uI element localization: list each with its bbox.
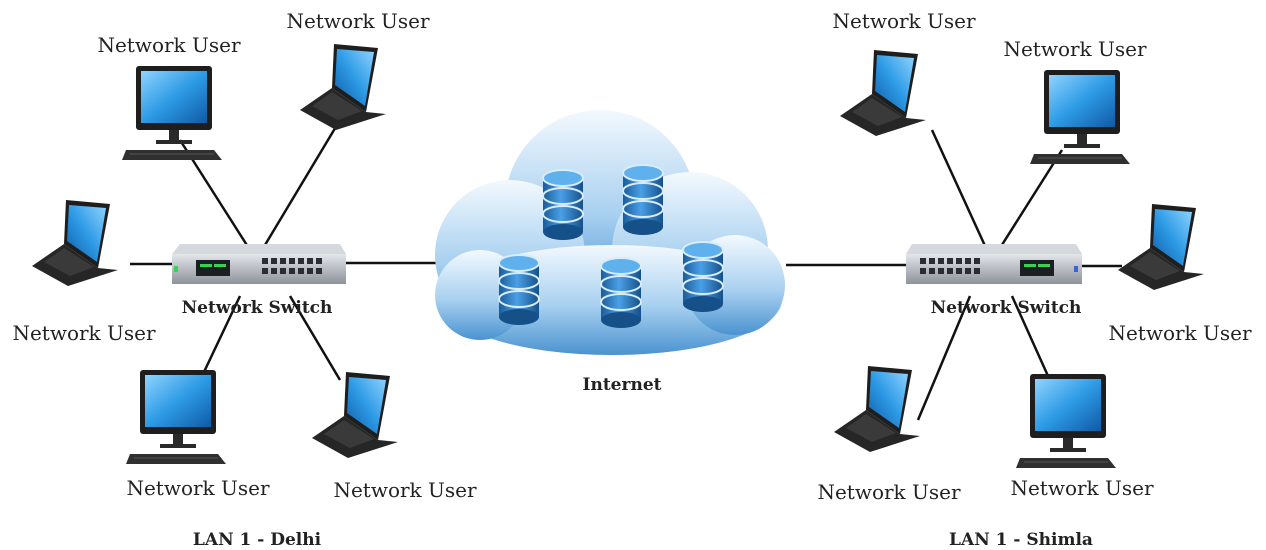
database-icon (682, 241, 724, 313)
desktop-monitor-icon (121, 65, 223, 161)
right-top-laptop-user: Network User (832, 9, 976, 136)
right-bottom-monitor-user: Network User (1010, 373, 1154, 500)
database-icon (498, 254, 540, 326)
left-bottom-laptop-user: Network User (312, 372, 477, 502)
link-right-top-laptop (930, 129, 988, 249)
right-side-laptop-user: Network User (1108, 204, 1252, 345)
network-user-label: Network User (1010, 476, 1154, 500)
database-icon (622, 164, 664, 236)
internet-label: Internet (583, 375, 662, 395)
left-lan: Network Switch Network User Network User… (12, 9, 477, 550)
network-user-label: Network User (12, 321, 156, 345)
network-user-label: Network User (1108, 321, 1252, 345)
laptop-icon (312, 372, 398, 458)
right-switch-label: Network Switch (931, 298, 1082, 318)
left-top-monitor-user: Network User (97, 33, 241, 161)
laptop-icon (834, 366, 920, 452)
network-user-label: Network User (97, 33, 241, 57)
left-top-laptop-user: Network User (286, 9, 430, 130)
left-side-laptop-user: Network User (12, 200, 156, 345)
link-right-top-monitor (998, 149, 1064, 249)
laptop-icon (32, 200, 118, 286)
laptop-icon (300, 44, 386, 130)
desktop-monitor-icon (1015, 373, 1117, 469)
link-left-bottom-monitor (202, 295, 242, 373)
laptop-icon (840, 50, 926, 136)
network-user-label: Network User (1003, 37, 1147, 61)
link-right-bottom-monitor (1010, 295, 1050, 377)
left-bottom-monitor-user: Network User (125, 369, 270, 500)
left-lan-caption: LAN 1 - Delhi (193, 530, 322, 550)
link-left-bottom-laptop (288, 295, 342, 381)
link-right-bottom-laptop (916, 295, 972, 421)
right-network-switch: Network Switch (906, 244, 1082, 318)
network-user-label: Network User (333, 478, 477, 502)
connections (130, 119, 1122, 421)
network-user-label: Network User (817, 480, 961, 504)
right-lan-caption: LAN 1 - Shimla (949, 530, 1093, 550)
network-user-label: Network User (286, 9, 430, 33)
desktop-monitor-icon (1029, 69, 1131, 165)
network-user-label: Network User (832, 9, 976, 33)
right-bottom-laptop-user: Network User (817, 366, 961, 504)
network-user-label: Network User (126, 476, 270, 500)
laptop-icon (1118, 204, 1204, 290)
left-network-switch: Network Switch (172, 244, 346, 318)
desktop-monitor-icon (125, 369, 227, 465)
database-icon (542, 169, 584, 241)
database-icon (600, 257, 642, 329)
internet-cloud: Internet (435, 110, 785, 395)
right-lan: Network Switch Network User Network User… (817, 9, 1252, 550)
right-top-monitor-user: Network User (1003, 37, 1147, 165)
left-switch-label: Network Switch (182, 298, 333, 318)
link-left-top-laptop (260, 119, 342, 251)
